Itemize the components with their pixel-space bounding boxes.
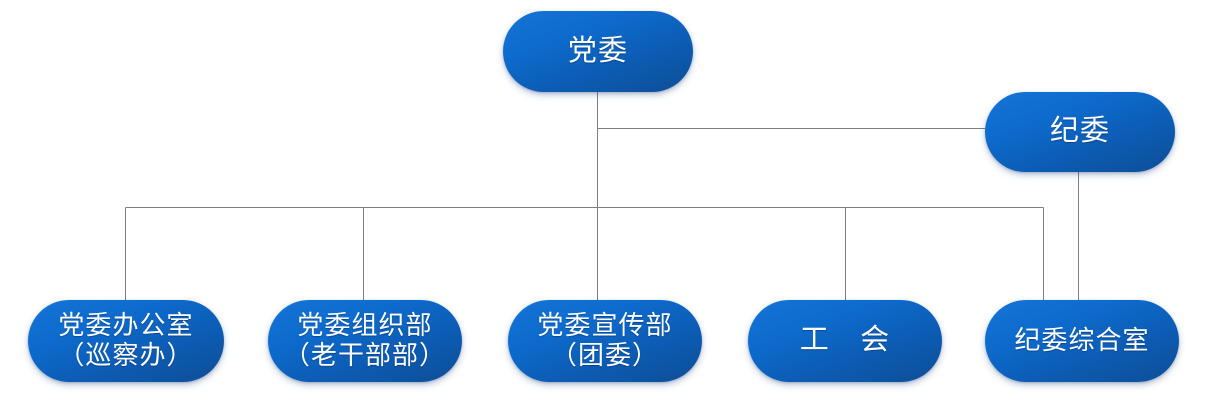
node-label-line2: （团委）	[550, 341, 660, 370]
node-label-line1: 党委宣传部	[537, 310, 673, 340]
node-label-line1: 纪委综合室	[1014, 325, 1150, 355]
node-label-line2: （巡察办）	[58, 341, 194, 370]
node-label-line2: （老干部部）	[283, 341, 447, 370]
node-discipline-committee[interactable]: 纪委	[985, 92, 1175, 172]
node-organization-department[interactable]: 党委组织部 （老干部部）	[268, 300, 462, 382]
node-label-line1: 工 会	[799, 324, 891, 357]
node-label-line1: 党委	[567, 34, 629, 67]
node-label-line1: 党委组织部	[297, 310, 433, 340]
node-party-committee[interactable]: 党委	[503, 11, 693, 92]
node-label-line1: 纪委	[1049, 115, 1111, 148]
node-label-line1: 党委办公室	[58, 310, 194, 340]
node-party-committee-office[interactable]: 党委办公室 （巡察办）	[28, 300, 224, 382]
node-discipline-general-office[interactable]: 纪委综合室	[985, 300, 1179, 382]
node-propaganda-department[interactable]: 党委宣传部 （团委）	[508, 300, 702, 382]
node-labor-union[interactable]: 工 会	[748, 300, 942, 382]
